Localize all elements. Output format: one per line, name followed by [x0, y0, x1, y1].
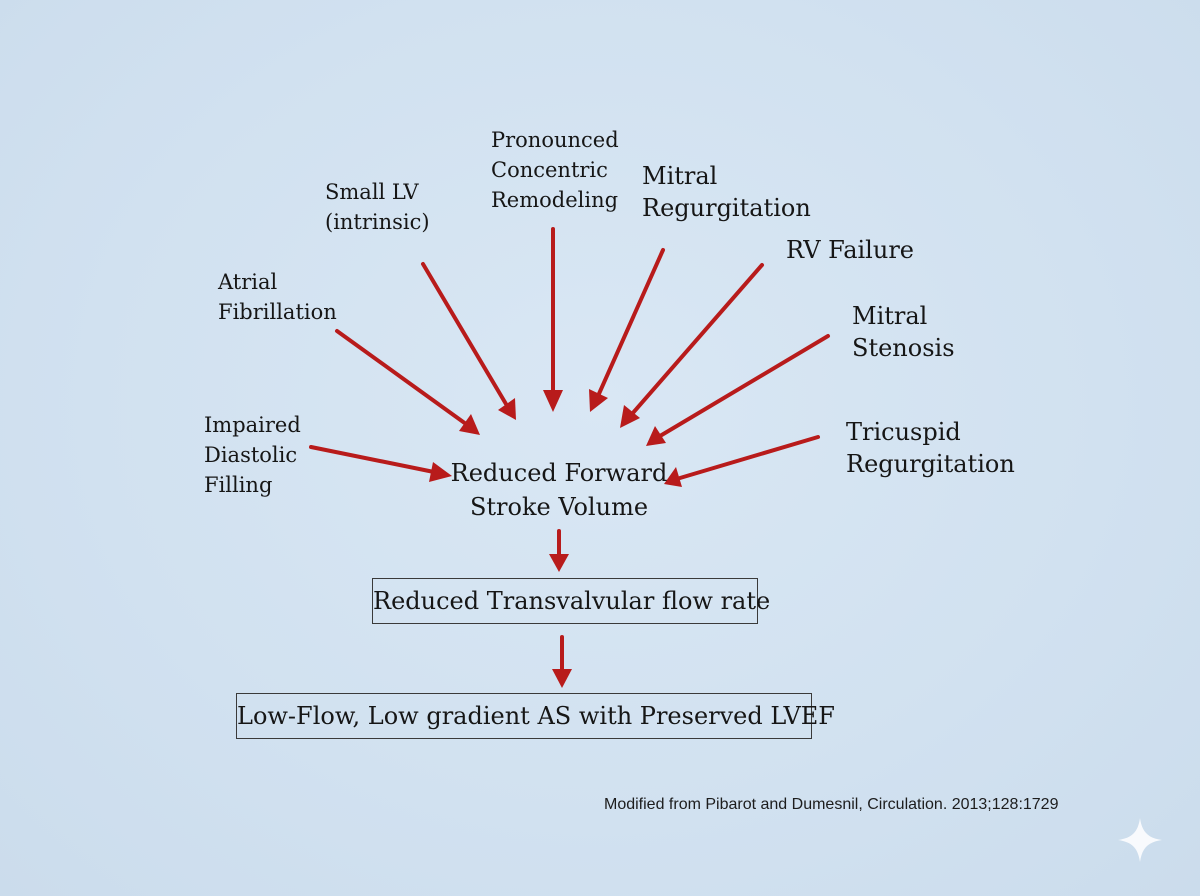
arrowhead-atrial-fibrillation [459, 414, 480, 435]
center-line: Stroke Volume [469, 493, 649, 521]
cause-impaired-diastolic-filling: Impaired Diastolic Filling [204, 410, 301, 500]
arrowhead-mitral-regurgitation [589, 389, 608, 412]
cause-line: Tricuspid [846, 418, 961, 446]
cause-line: Regurgitation [846, 450, 1015, 478]
arrowhead-impaired-diastolic-filling [429, 462, 452, 482]
cause-line: Atrial [218, 270, 278, 294]
arrowhead-center-to-step2 [549, 554, 569, 572]
cause-line: Mitral [642, 162, 718, 190]
cause-rv-failure: RV Failure [786, 234, 914, 266]
center-line: Reduced Forward [450, 459, 668, 487]
arrow-rv-failure [630, 263, 764, 416]
cause-line: Impaired [204, 413, 301, 437]
cause-line: Stenosis [852, 334, 955, 362]
arrowhead-small-lv [498, 398, 516, 420]
cause-concentric-remodeling: Pronounced Concentric Remodeling [491, 125, 619, 215]
cause-tricuspid-regurgitation: Tricuspid Regurgitation [846, 416, 1015, 480]
step-reduced-transvalvular-flow-rate: Reduced Transvalvular flow rate [372, 578, 770, 624]
arrowhead-rv-failure [620, 405, 640, 428]
cause-line: Diastolic [204, 443, 298, 467]
step-low-flow-low-gradient-as: Low-Flow, Low gradient AS with Preserved… [236, 693, 835, 739]
cause-line: Mitral [852, 302, 928, 330]
cause-line: RV Failure [786, 236, 914, 264]
arrowhead-tricuspid-regurgitation [664, 467, 682, 487]
cause-line: Regurgitation [642, 194, 811, 222]
arrow-small-lv [421, 262, 508, 406]
sparkle-icon [1118, 818, 1162, 862]
arrowhead-mitral-stenosis [646, 426, 666, 446]
cause-mitral-regurgitation: Mitral Regurgitation [642, 160, 811, 224]
cause-line: Remodeling [491, 188, 619, 212]
arrow-mitral-regurgitation [596, 248, 665, 398]
arrow-atrial-fibrillation [335, 329, 468, 426]
arrow-mitral-stenosis [658, 334, 830, 438]
cause-line: Filling [204, 473, 273, 497]
citation-text: Modified from Pibarot and Dumesnil, Circ… [604, 796, 1059, 813]
arrow-impaired-diastolic-filling [309, 445, 436, 474]
arrowhead-step2-to-step3 [552, 669, 572, 688]
arrowhead-concentric-remodeling [543, 390, 563, 412]
cause-line: Concentric [491, 158, 608, 182]
cause-line: Small LV [325, 180, 419, 204]
cause-line: (intrinsic) [325, 210, 430, 234]
center-node-reduced-forward-stroke-volume: Reduced Forward Stroke Volume [440, 456, 678, 524]
arrow-tricuspid-regurgitation [678, 435, 820, 480]
cause-mitral-stenosis: Mitral Stenosis [852, 300, 955, 364]
cause-atrial-fibrillation: Atrial Fibrillation [218, 267, 337, 327]
cause-small-lv: Small LV (intrinsic) [325, 177, 430, 237]
cause-line: Fibrillation [218, 300, 337, 324]
cause-line: Pronounced [491, 128, 619, 152]
